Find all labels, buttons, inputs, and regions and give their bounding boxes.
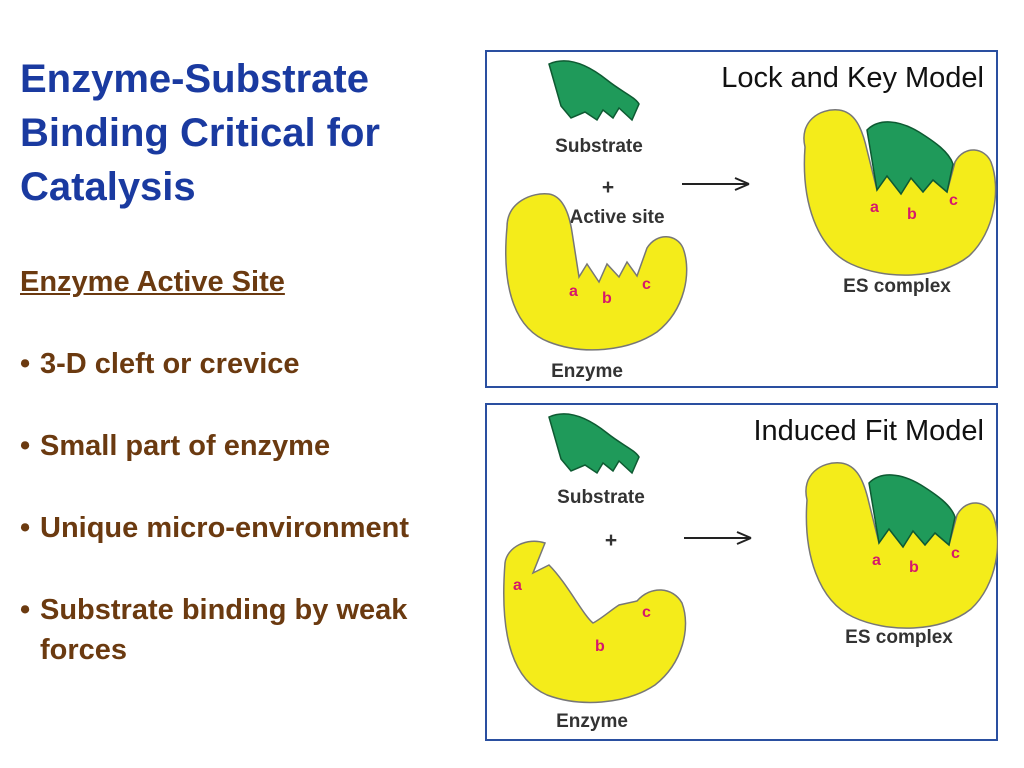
complex-substrate-shape (866, 121, 954, 196)
site-label-a: a (569, 283, 578, 300)
site-label-a: a (513, 577, 522, 594)
enzyme-shape (505, 193, 688, 351)
complex-site-b: b (909, 559, 919, 576)
site-label-b: b (595, 638, 605, 655)
active-site-label: Active site (569, 207, 664, 228)
bullet-list: 3-D cleft or crevice Small part of enzym… (20, 344, 490, 716)
plus-sign: + (605, 529, 617, 552)
induced-fit-panel: Substrate + a b c Enzyme a b c ES comple… (485, 403, 998, 741)
complex-site-a: a (872, 552, 881, 569)
substrate-shape (548, 60, 640, 122)
slide-title: Enzyme-Substrate Binding Critical for Ca… (20, 57, 380, 209)
site-label-c: c (642, 604, 651, 621)
lock-and-key-diagram: Substrate + Active site a b c Enzyme a b… (505, 60, 997, 382)
substrate-label: Substrate (555, 136, 643, 157)
complex-label: ES complex (843, 276, 951, 297)
bullet-item: Small part of enzyme (20, 426, 490, 466)
enzyme-label: Enzyme (551, 361, 623, 382)
enzyme-shape (503, 540, 687, 704)
plus-sign: + (602, 176, 614, 199)
arrow-head (734, 177, 750, 191)
arrow-head (736, 531, 752, 545)
site-label-b: b (602, 290, 612, 307)
complex-site-a: a (870, 199, 879, 216)
complex-site-c: c (949, 192, 958, 209)
complex-substrate-shape (868, 474, 956, 549)
bullet-item: Unique micro-environment (20, 508, 490, 548)
bullet-item: Substrate binding by weak forces (20, 590, 490, 670)
lock-and-key-title: Lock and Key Model (721, 62, 984, 94)
section-heading: Enzyme Active Site (20, 266, 285, 298)
substrate-label: Substrate (557, 487, 645, 508)
lock-and-key-panel: Substrate + Active site a b c Enzyme a b… (485, 50, 998, 388)
site-label-c: c (642, 276, 651, 293)
complex-site-b: b (907, 206, 917, 223)
substrate-shape (548, 413, 640, 475)
induced-fit-diagram: Substrate + a b c Enzyme a b c ES comple… (503, 413, 998, 732)
enzyme-label: Enzyme (556, 711, 628, 732)
bullet-item: 3-D cleft or crevice (20, 344, 490, 384)
induced-fit-title: Induced Fit Model (753, 415, 984, 447)
complex-site-c: c (951, 545, 960, 562)
complex-label: ES complex (845, 627, 953, 648)
